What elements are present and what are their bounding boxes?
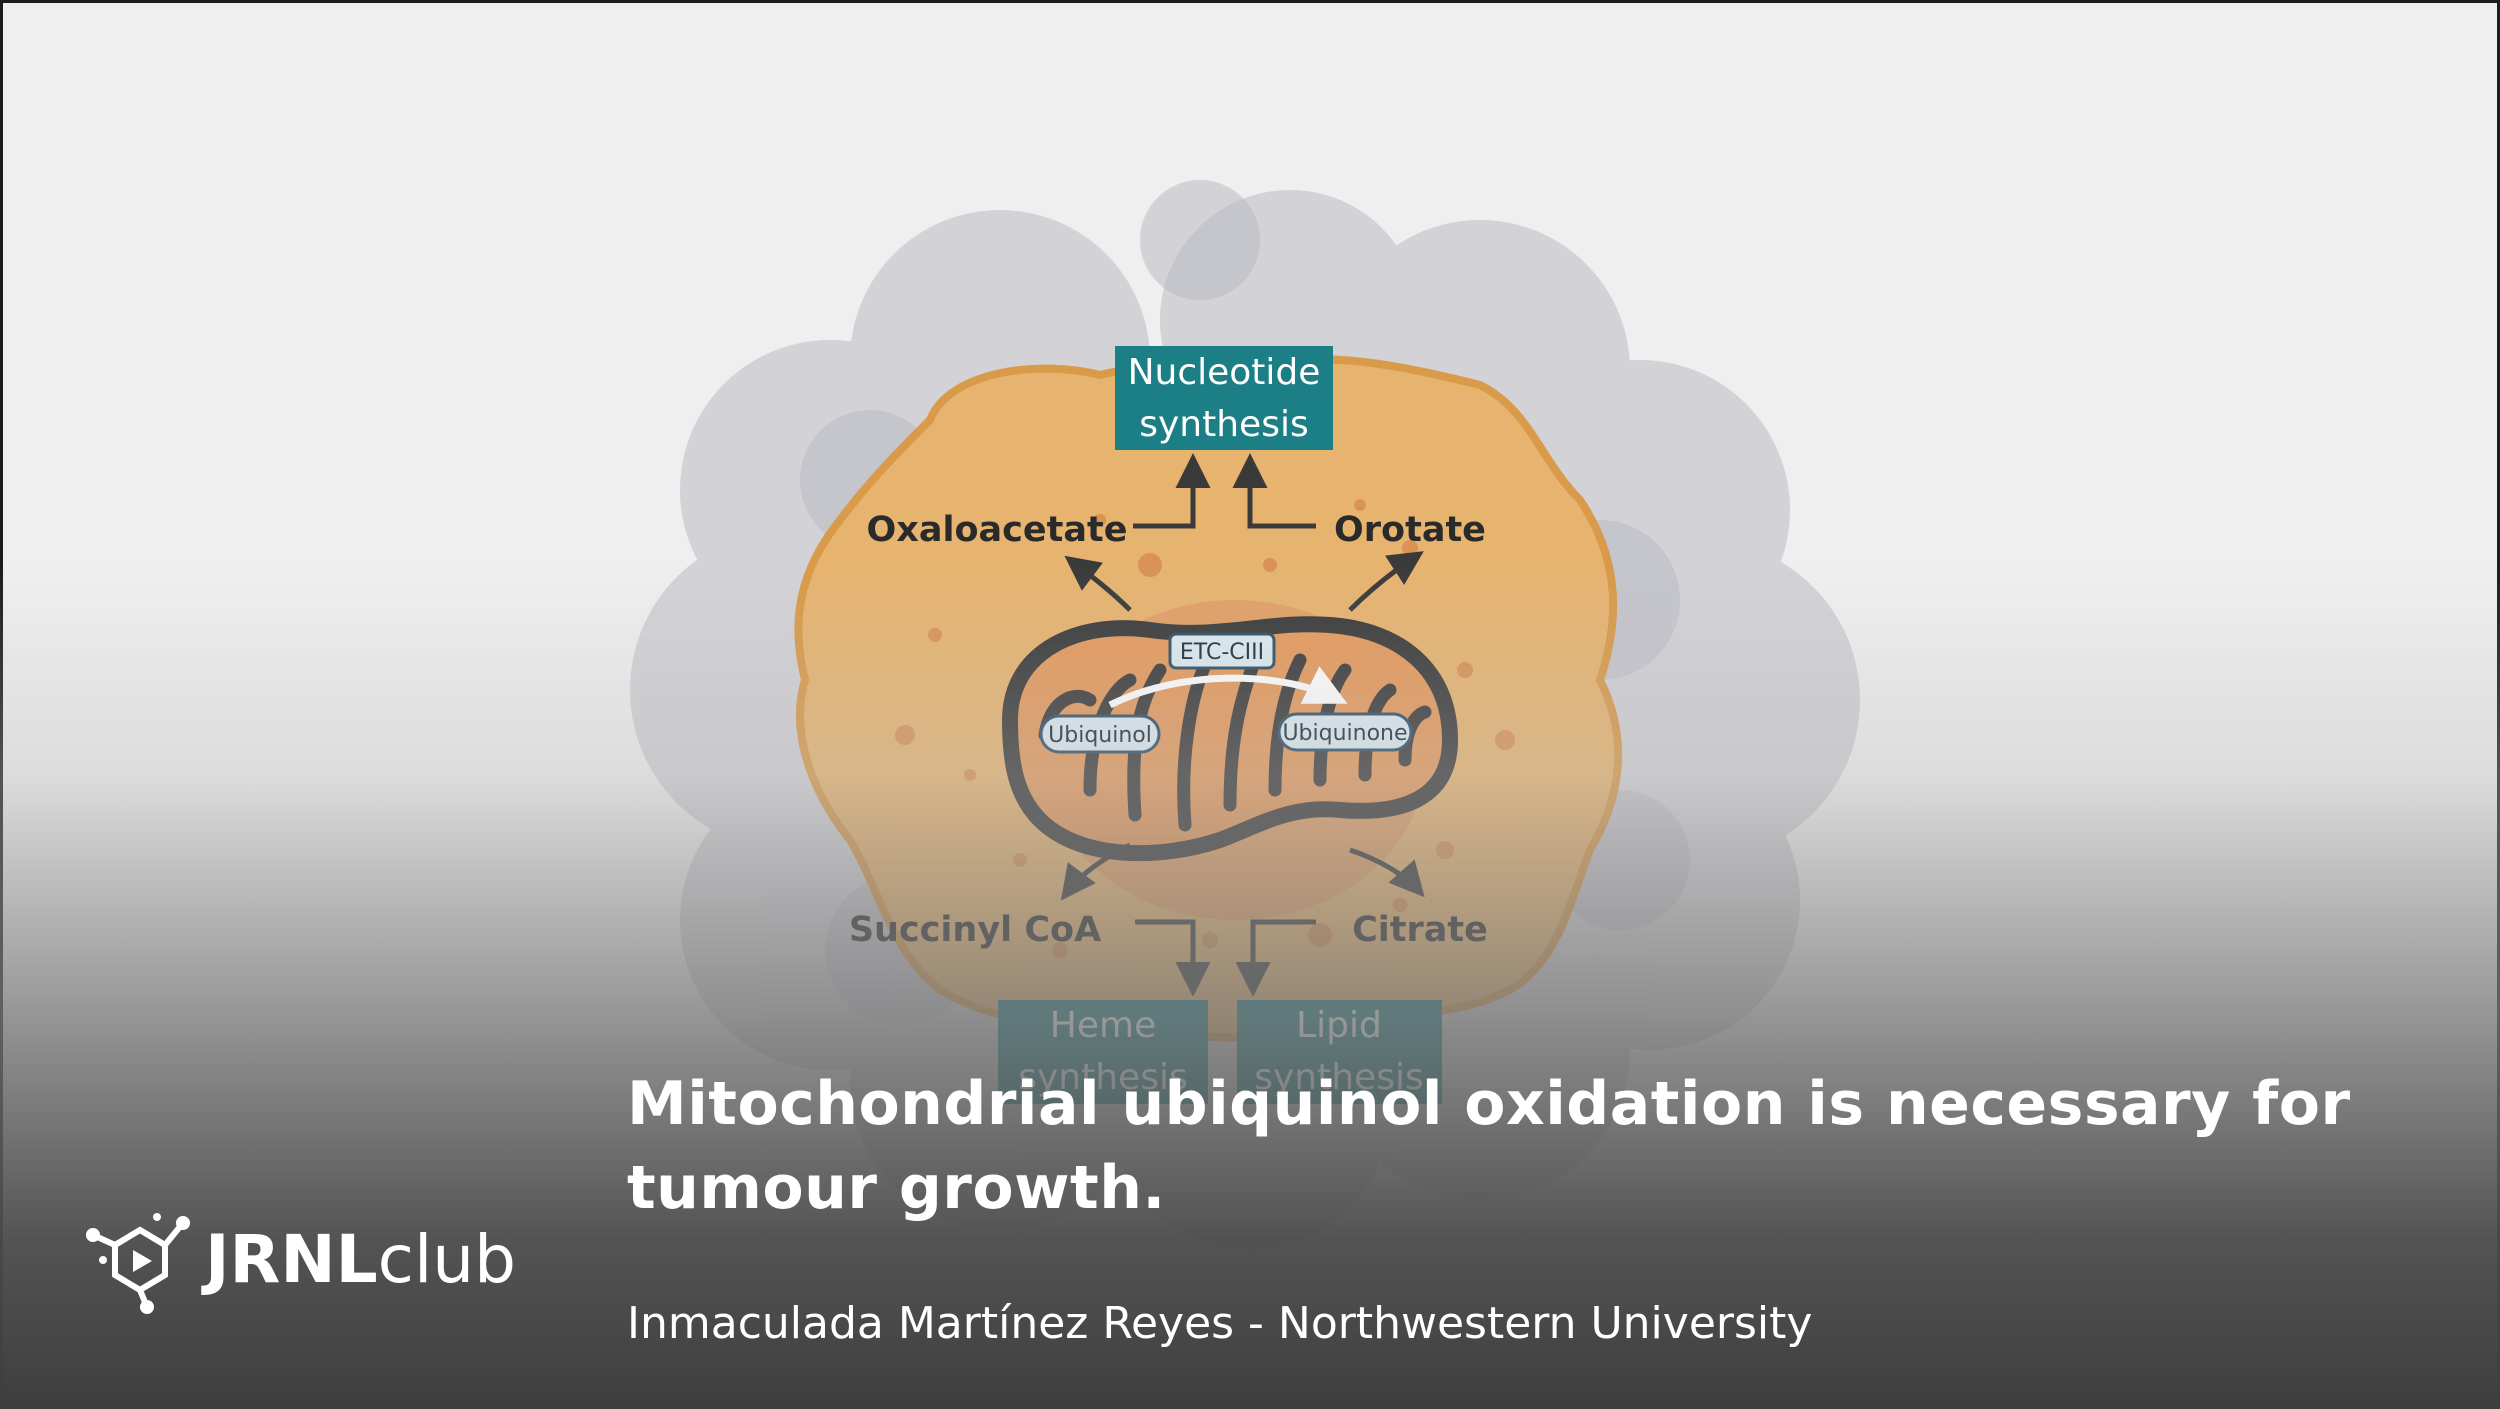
svg-text:ETC-CIII: ETC-CIII [1180, 640, 1264, 665]
logo-wordmark: JRNLclub [205, 1221, 517, 1298]
oxaloacetate-label: Oxaloacetate [867, 510, 1128, 550]
jrnlclub-logo: JRNLclub [85, 1200, 555, 1320]
svg-text:Ubiquinol: Ubiquinol [1048, 723, 1152, 748]
svg-text:Nucleotide: Nucleotide [1128, 352, 1321, 393]
svg-text:Heme: Heme [1050, 1005, 1156, 1046]
slide-title: Mitochondrial ubiquinol oxidation is nec… [627, 1069, 2351, 1223]
svg-text:Ubiquinone: Ubiquinone [1282, 721, 1407, 746]
etc-ciii-label: ETC-CIII [1168, 632, 1276, 670]
orotate-label: Orotate [1334, 510, 1486, 550]
ubiquinol-label: Ubiquinol [1039, 714, 1161, 754]
succinyl-coa-label: Succinyl CoA [849, 910, 1101, 950]
slide-author: Inmaculada Martínez Reyes - Northwestern… [627, 1298, 1813, 1349]
nucleotide-synthesis-box: Nucleotide synthesis [1115, 346, 1333, 450]
citrate-label: Citrate [1352, 910, 1488, 950]
molecule-logo-icon [86, 1213, 190, 1314]
svg-text:Lipid: Lipid [1296, 1005, 1382, 1046]
svg-text:synthesis: synthesis [1139, 404, 1308, 445]
ubiquinone-label: Ubiquinone [1277, 712, 1413, 752]
